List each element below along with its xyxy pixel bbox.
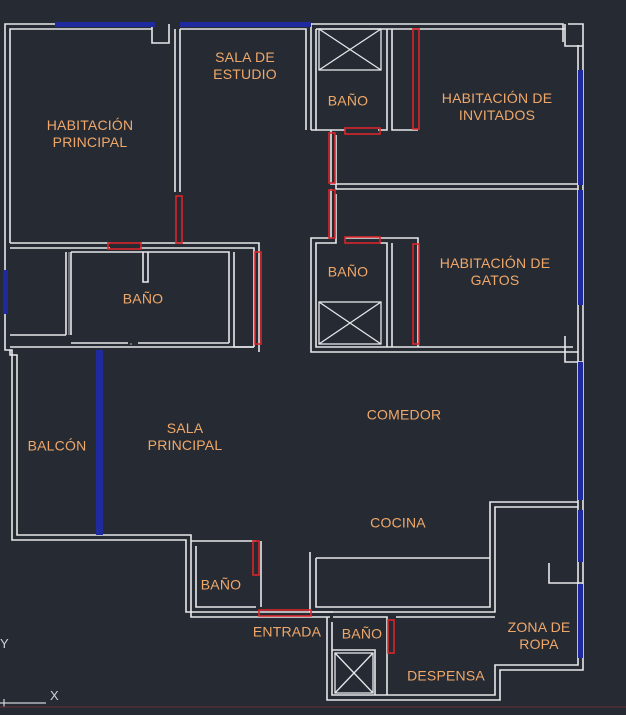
partitions — [68, 252, 132, 345]
label-study: SALA DE ESTUDIO — [213, 49, 277, 82]
label-bath-small: BAÑO — [341, 625, 383, 642]
label-master-bedroom: HABITACIÓN PRINCIPAL — [46, 117, 134, 150]
axis-y-label: Y — [0, 636, 9, 651]
label-dining: COMEDOR — [366, 406, 442, 423]
label-laundry: ZONA DE ROPA — [507, 619, 571, 652]
label-kitchen: COCINA — [370, 514, 426, 531]
label-bath-top: BAÑO — [327, 92, 369, 109]
axis-x-label: X — [50, 688, 59, 703]
doors — [107, 28, 420, 654]
label-bath-entry: BAÑO — [200, 576, 242, 593]
fixtures — [318, 28, 382, 694]
label-bath-mid: BAÑO — [327, 263, 369, 280]
label-living-room: SALA PRINCIPAL — [147, 420, 223, 453]
label-guest-bedroom: HABITACIÓN DE INVITADOS — [441, 90, 553, 123]
label-entrance: ENTRADA — [252, 623, 322, 640]
windows — [3, 22, 583, 658]
label-cats-bedroom: HABITACIÓN DE GATOS — [439, 255, 551, 288]
label-bath-left: BAÑO — [122, 290, 164, 307]
label-pantry: DESPENSA — [407, 667, 485, 684]
ucs-axis — [0, 699, 626, 708]
label-balcony: BALCÓN — [27, 437, 87, 454]
